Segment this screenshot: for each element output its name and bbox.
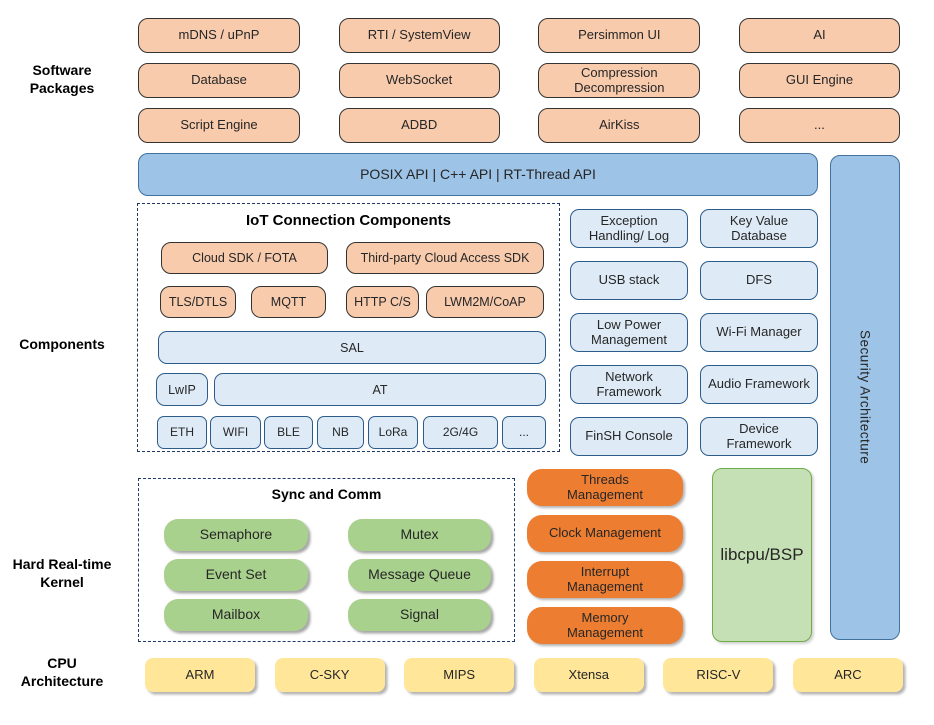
kernel-interrupt-management-box: Interrupt Management	[527, 561, 683, 598]
kernel-threads-management-box: Threads Management	[527, 469, 683, 506]
utility-device-framework-box: Device Framework	[700, 417, 818, 456]
link-ble-box: BLE	[264, 416, 313, 449]
libcpu-bsp-box: libcpu/BSP	[712, 468, 812, 642]
utility-audio-framework-box: Audio Framework	[700, 365, 818, 404]
package-persimmon-ui-box: Persimmon UI	[538, 18, 701, 53]
at-box: AT	[214, 373, 546, 406]
link-wifi-box: WIFI	[210, 416, 261, 449]
kernel-clock-management-box: Clock Management	[527, 515, 683, 552]
link-more-box: ...	[502, 416, 546, 449]
package-websocket-box: WebSocket	[338, 63, 500, 98]
utility-wifi-manager-box: Wi-Fi Manager	[700, 313, 818, 352]
cpu-xtensa-box: Xtensa	[533, 658, 644, 692]
cpu-arc-box: ARC	[792, 658, 903, 692]
utility-finsh-console-box: FinSH Console	[570, 417, 688, 456]
section-label-components: Components	[19, 336, 105, 352]
lwip-box: LwIP	[156, 373, 208, 406]
ipc-semaphore-box: Semaphore	[164, 519, 308, 551]
security-architecture-label: Security Architecture	[857, 330, 873, 465]
package-airkiss-box: AirKiss	[538, 108, 701, 143]
cpu-csky-box: C-SKY	[274, 658, 385, 692]
iot-connection-components-group: IoT Connection Components Cloud SDK / FO…	[137, 203, 560, 452]
ipc-mailbox-box: Mailbox	[164, 599, 308, 631]
utility-key-value-database-box: Key Value Database	[700, 209, 818, 248]
package-compression-box: Compression Decompression	[538, 63, 701, 98]
software-packages-grid: mDNS / uPnP RTI / SystemView Persimmon U…	[138, 18, 900, 143]
utility-usb-stack-box: USB stack	[570, 261, 688, 300]
link-eth-box: ETH	[157, 416, 207, 449]
link-2g4g-box: 2G/4G	[423, 416, 498, 449]
ipc-signal-box: Signal	[348, 599, 491, 631]
section-label-cpu: CPU Architecture	[20, 655, 104, 689]
security-architecture-bar: Security Architecture	[830, 155, 900, 640]
package-adbd-box: ADBD	[338, 108, 500, 143]
utility-exception-handling-log-box: Exception Handling/ Log	[570, 209, 688, 248]
utility-low-power-management-box: Low Power Management	[570, 313, 688, 352]
package-mdns-upnp-box: mDNS / uPnP	[138, 18, 300, 53]
section-label-software-packages: Software Packages	[29, 62, 95, 96]
iot-mqtt-box: MQTT	[251, 286, 326, 318]
package-gui-engine-box: GUI Engine	[738, 63, 900, 98]
iot-http-cs-box: HTTP C/S	[346, 286, 419, 318]
sync-and-comm-group: Sync and Comm Semaphore Mutex Event Set …	[138, 478, 515, 642]
package-more-box: ...	[738, 108, 900, 143]
ipc-message-queue-box: Message Queue	[348, 559, 491, 591]
section-label-kernel: Hard Real-time Kernel	[12, 556, 112, 590]
cpu-mips-box: MIPS	[404, 658, 515, 692]
utility-dfs-box: DFS	[700, 261, 818, 300]
link-nb-box: NB	[317, 416, 364, 449]
ipc-event-set-box: Event Set	[164, 559, 308, 591]
cpu-architecture-row: ARM C-SKY MIPS Xtensa RISC-V ARC	[145, 658, 903, 692]
cpu-arm-box: ARM	[145, 658, 255, 692]
kernel-management-column: Threads Management Clock Management Inte…	[527, 469, 683, 644]
ipc-grid: Semaphore Mutex Event Set Message Queue …	[164, 519, 491, 631]
kernel-memory-management-box: Memory Management	[527, 607, 683, 644]
sync-group-title: Sync and Comm	[271, 486, 382, 502]
link-lora-box: LoRa	[368, 416, 418, 449]
package-rti-systemview-box: RTI / SystemView	[338, 18, 500, 53]
package-database-box: Database	[138, 63, 300, 98]
iot-tls-dtls-box: TLS/DTLS	[160, 286, 236, 318]
iot-group-title: IoT Connection Components	[246, 212, 451, 229]
package-script-engine-box: Script Engine	[138, 108, 300, 143]
ipc-mutex-box: Mutex	[348, 519, 491, 551]
iot-thirdparty-cloud-sdk-box: Third-party Cloud Access SDK	[346, 242, 544, 274]
cpu-riscv-box: RISC-V	[663, 658, 774, 692]
iot-lwm2m-coap-box: LWM2M/CoAP	[426, 286, 544, 318]
package-ai-box: AI	[738, 18, 900, 53]
iot-cloud-sdk-fota-box: Cloud SDK / FOTA	[161, 242, 328, 274]
sal-box: SAL	[158, 331, 546, 364]
posix-api-bar: POSIX API | C++ API | RT-Thread API	[138, 153, 818, 196]
component-utilities-grid: Exception Handling/ Log Key Value Databa…	[570, 209, 818, 456]
utility-network-framework-box: Network Framework	[570, 365, 688, 404]
